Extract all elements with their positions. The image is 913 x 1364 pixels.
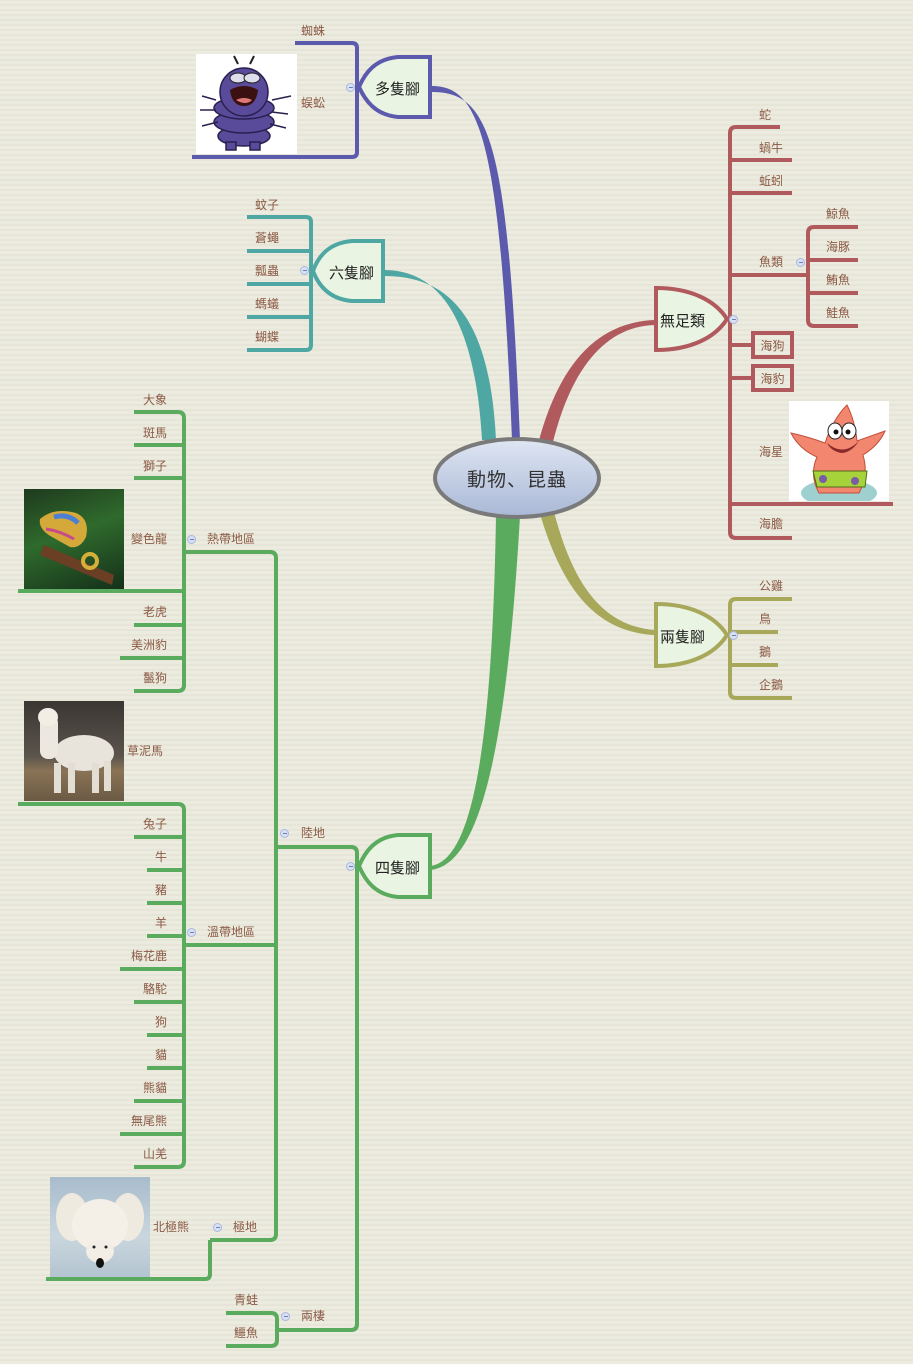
leaf-koala[interactable]: 無尾熊 — [130, 1114, 167, 1128]
leaf-bird[interactable]: 鳥 — [759, 612, 772, 626]
leaf-tuna[interactable]: 鮪魚 — [826, 273, 851, 287]
leaf-sheep[interactable]: 羊 — [154, 916, 167, 930]
branch-six-leg-connector — [384, 270, 496, 440]
node-no-leg[interactable]: 無足類 — [660, 310, 705, 331]
polar-bear-photo — [50, 1177, 150, 1277]
central-topic-label: 動物、昆蟲 — [466, 468, 567, 491]
leaf-rabbit[interactable]: 兔子 — [142, 817, 167, 831]
leaf-ladybug[interactable]: 瓢蟲 — [255, 264, 280, 278]
leaf-polar-bear[interactable]: 北極熊 — [153, 1220, 190, 1234]
starfish-cartoon-image — [789, 401, 889, 501]
leaf-spider[interactable]: 蜘蛛 — [301, 24, 326, 38]
leaf-salmon[interactable]: 鮭魚 — [826, 306, 851, 320]
leaf-sika-deer[interactable]: 梅花鹿 — [130, 949, 167, 963]
leaf-butterfly[interactable]: 蝴蝶 — [255, 330, 280, 344]
node-polar[interactable]: 極地 — [233, 1220, 258, 1234]
leaf-earthworm[interactable]: 蚯蚓 — [759, 174, 784, 188]
collapse-toggle-icon[interactable] — [796, 258, 805, 267]
collapse-toggle-icon[interactable] — [729, 631, 738, 640]
collapse-toggle-icon[interactable] — [187, 928, 196, 937]
leaf-hyena[interactable]: 鬣狗 — [142, 671, 167, 685]
leaf-seal[interactable]: 海豹 — [751, 364, 794, 392]
leaf-seal-label: 海豹 — [760, 371, 785, 386]
leaf-mosquito[interactable]: 蚊子 — [255, 198, 280, 212]
collapse-toggle-icon[interactable] — [346, 83, 355, 92]
leaf-whale[interactable]: 鯨魚 — [826, 207, 851, 221]
leaf-crocodile[interactable]: 鱷魚 — [234, 1326, 259, 1340]
leaf-dog[interactable]: 狗 — [154, 1015, 167, 1029]
purple-bug-cartoon-image — [196, 54, 297, 154]
node-six-leg-label: 六隻腳 — [329, 264, 375, 282]
leaf-rooster[interactable]: 公雞 — [759, 579, 784, 593]
node-multi-leg-label: 多隻腳 — [375, 80, 421, 98]
central-node-shape — [433, 437, 601, 519]
leaf-panda[interactable]: 熊貓 — [142, 1081, 167, 1095]
alpaca-photo — [24, 701, 124, 801]
collapse-toggle-icon[interactable] — [281, 1312, 290, 1321]
leaf-centipede[interactable]: 蜈蚣 — [301, 96, 326, 110]
node-multi-leg[interactable]: 多隻腳 — [375, 78, 420, 99]
collapse-toggle-icon[interactable] — [346, 862, 355, 871]
leaf-frog[interactable]: 青蛙 — [234, 1293, 259, 1307]
leaf-sea-lion-label: 海狗 — [760, 338, 785, 353]
leaf-snake[interactable]: 蛇 — [759, 108, 772, 122]
leaf-zebra[interactable]: 斑馬 — [142, 426, 167, 440]
node-two-leg-label: 兩隻腳 — [660, 628, 706, 646]
node-four-leg[interactable]: 四隻腳 — [375, 857, 420, 878]
branch-no-leg-connector — [538, 320, 655, 446]
leaf-cat[interactable]: 貓 — [154, 1048, 167, 1062]
leaf-starfish[interactable]: 海星 — [759, 445, 784, 459]
leaf-pig[interactable]: 豬 — [154, 883, 167, 897]
node-four-leg-label: 四隻腳 — [375, 859, 421, 877]
collapse-toggle-icon[interactable] — [300, 266, 309, 275]
leaf-penguin[interactable]: 企鵝 — [759, 678, 784, 692]
leaf-snail[interactable]: 蝸牛 — [759, 141, 784, 155]
branch-two-leg-connector — [540, 512, 655, 635]
leaf-jaguar[interactable]: 美洲豹 — [130, 638, 167, 652]
node-six-leg[interactable]: 六隻腳 — [329, 262, 374, 283]
collapse-toggle-icon[interactable] — [729, 315, 738, 324]
node-tropical[interactable]: 熱帶地區 — [207, 532, 256, 546]
node-amphibian[interactable]: 兩棲 — [301, 1309, 326, 1323]
node-two-leg[interactable]: 兩隻腳 — [660, 626, 705, 647]
leaf-muntjac[interactable]: 山羌 — [142, 1147, 167, 1161]
collapse-toggle-icon[interactable] — [187, 535, 196, 544]
chameleon-photo — [24, 489, 124, 589]
leaf-chameleon[interactable]: 變色龍 — [130, 532, 167, 546]
leaf-cow[interactable]: 牛 — [154, 850, 167, 864]
node-no-leg-label: 無足類 — [660, 312, 706, 330]
central-topic[interactable]: 動物、昆蟲 — [434, 438, 600, 518]
collapse-toggle-icon[interactable] — [213, 1223, 222, 1232]
leaf-elephant[interactable]: 大象 — [142, 393, 167, 407]
leaf-camel[interactable]: 駱駝 — [142, 982, 167, 996]
leaf-sea-lion[interactable]: 海狗 — [751, 331, 794, 359]
node-temperate[interactable]: 溫帶地區 — [207, 925, 256, 939]
leaf-goose[interactable]: 鵝 — [759, 645, 772, 659]
branch-four-leg-connector — [430, 516, 520, 870]
node-fish[interactable]: 魚類 — [759, 255, 784, 269]
leaf-ant[interactable]: 螞蟻 — [255, 297, 280, 311]
branch-multi-leg-connector — [432, 86, 520, 440]
leaf-tiger[interactable]: 老虎 — [142, 605, 167, 619]
leaf-fly[interactable]: 蒼蠅 — [255, 231, 280, 245]
leaf-dolphin[interactable]: 海豚 — [826, 240, 851, 254]
leaf-alpaca[interactable]: 草泥馬 — [127, 744, 164, 758]
collapse-toggle-icon[interactable] — [280, 829, 289, 838]
leaf-lion[interactable]: 獅子 — [142, 459, 167, 473]
leaf-sea-urchin[interactable]: 海膽 — [759, 517, 784, 531]
node-land[interactable]: 陸地 — [301, 826, 326, 840]
